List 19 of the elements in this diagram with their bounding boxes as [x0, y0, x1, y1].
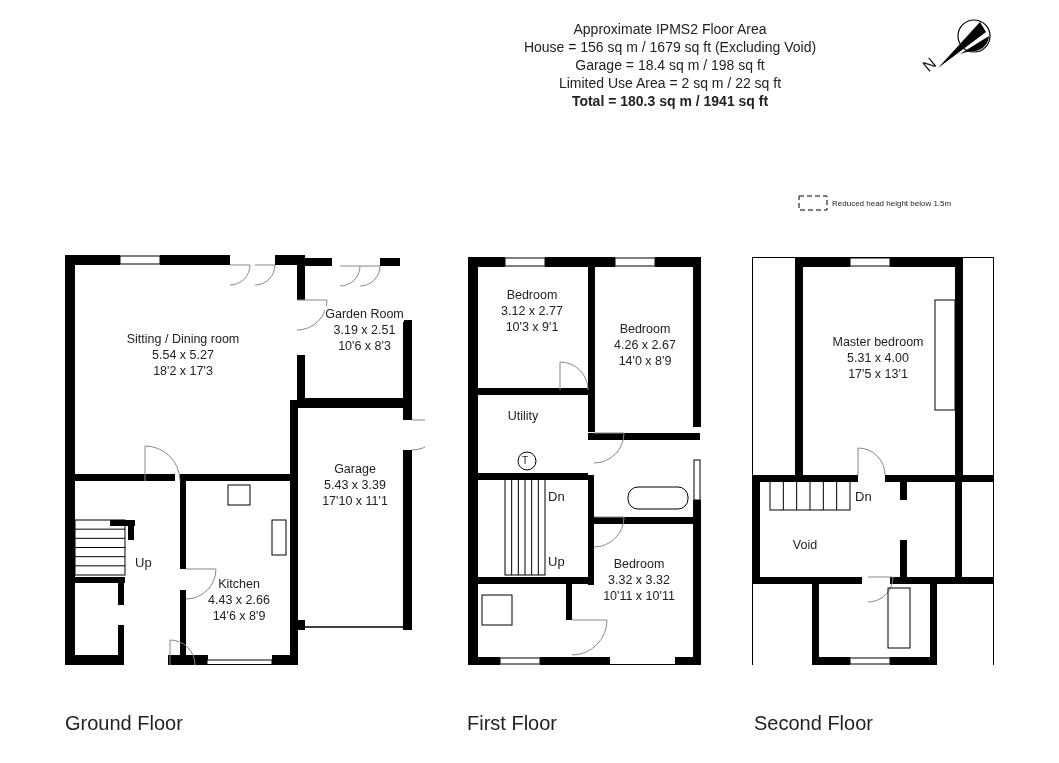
room-name: Utility	[507, 408, 539, 424]
compass-letter: N	[920, 55, 939, 75]
floor-heading: Ground Floor	[65, 712, 183, 735]
floor-heading: First Floor	[467, 712, 557, 735]
floor-heading: Second Floor	[754, 712, 873, 735]
area-summary: Total = 180.3 sq m / 1941 sq ft	[570, 92, 770, 110]
stair-label: Up	[548, 555, 565, 569]
area-summary: House = 156 sq m / 1679 sq ft (Excluding Void)	[522, 38, 818, 56]
area-heading: Approximate IPMS2 Floor Area	[572, 20, 768, 38]
area-summary: Limited Use Area = 2 sq m / 22 sq ft	[557, 74, 783, 92]
room-name: Garden Room	[325, 306, 404, 322]
room-name: Garage	[334, 461, 376, 477]
tank-label: T	[522, 454, 529, 468]
stair-label: Dn	[855, 490, 872, 504]
stair-label: Dn	[548, 490, 565, 504]
room-name: Sitting / Dining room	[126, 331, 240, 347]
legend-text: Reduced head height below 1.5m	[832, 198, 952, 210]
area-summary: Garage = 18.4 sq m / 198 sq ft	[574, 56, 766, 74]
stair-label: Up	[135, 556, 152, 570]
